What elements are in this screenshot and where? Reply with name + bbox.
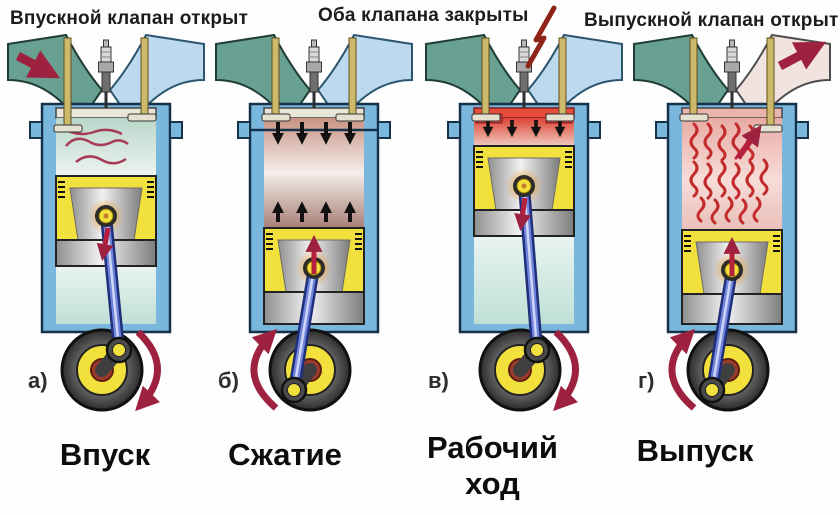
intake-valve [679, 37, 709, 122]
crankshaft [268, 328, 352, 412]
crankpin [280, 376, 308, 404]
stage-letter-b: б) [218, 368, 239, 393]
rotation-arrow-icon [553, 329, 579, 412]
exhaust-valve [335, 37, 365, 122]
engine-diagram-power [424, 5, 624, 422]
stroke-name-intake: Впуск [59, 437, 151, 472]
crankpin [698, 376, 726, 404]
exhaust-flow-arrow-icon [777, 41, 827, 70]
crankshaft [686, 328, 770, 412]
exhaust-port-arrow-icon [735, 125, 762, 160]
combustion-arrows [482, 120, 566, 138]
intake-flow-arrow-icon [15, 50, 61, 79]
engine-compression-svg [215, 33, 413, 412]
stroke-name-compression: Сжатие [228, 437, 342, 472]
caption-both-valves-closed: Оба клапана закрыты [318, 5, 529, 26]
stroke-name-exhaust: Выпуск [636, 433, 754, 468]
intake-valve [471, 37, 501, 122]
compression-arrows [272, 122, 356, 222]
intake-valve [53, 37, 83, 133]
stroke-name-power: Рабочий ход [427, 430, 558, 501]
crankpin [105, 336, 133, 364]
intake-valve [261, 37, 291, 122]
spark-plug-icon [724, 39, 740, 108]
spark-plug-icon [306, 39, 322, 108]
spark-lightning-icon [525, 5, 557, 69]
piston-motion-arrow-icon [514, 197, 532, 232]
piston-motion-arrow-icon [96, 227, 114, 262]
caption-intake-valve-open: Впускной клапан открыт [10, 8, 249, 29]
engine-intake-svg [7, 33, 205, 412]
piston-pin [95, 205, 117, 227]
crankshaft [478, 328, 562, 412]
piston-pin [513, 175, 535, 197]
crankshaft [60, 328, 144, 412]
engine-diagram-exhaust [632, 30, 832, 422]
stage-letter-v: в) [428, 368, 449, 393]
rotation-arrow-icon [250, 328, 279, 411]
engine-exhaust-svg [633, 33, 831, 412]
engine-diagram-intake [6, 30, 206, 422]
spark-plug-icon [98, 39, 114, 108]
spark-plug-icon [516, 39, 532, 108]
crankpin [523, 336, 551, 364]
exhaust-valve [127, 37, 157, 122]
engine-power-svg [425, 5, 623, 412]
rotation-arrow-icon [135, 329, 161, 412]
exhaust-valve [545, 37, 575, 122]
connecting-rod [706, 264, 738, 396]
engine-diagram-compression [214, 30, 414, 422]
rotation-arrow-icon [668, 328, 697, 411]
stage-letter-a: а) [28, 368, 48, 393]
connecting-rod [288, 262, 320, 396]
stage-letter-g: г) [638, 368, 655, 393]
caption-exhaust-valve-open: Выпускной клапан открыт [584, 10, 839, 31]
